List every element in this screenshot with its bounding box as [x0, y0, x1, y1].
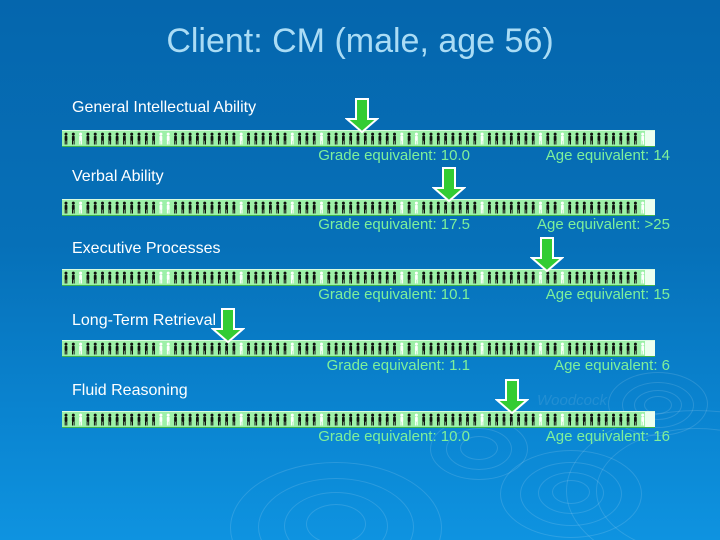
people-pattern-icon: [64, 412, 649, 427]
scale-bar-tip: [645, 341, 655, 356]
people-pattern-icon: [64, 131, 649, 146]
score-marker-arrow-icon[interactable]: [345, 98, 379, 134]
people-pattern-icon: [64, 341, 649, 356]
ability-scale-bar[interactable]: [62, 269, 655, 286]
ability-scale-bar[interactable]: [62, 340, 655, 357]
score-marker-arrow-icon[interactable]: [530, 237, 564, 273]
scale-bar-tip: [645, 131, 655, 146]
cluster-label: Verbal Ability: [72, 168, 164, 185]
people-pattern-icon: [64, 200, 649, 215]
score-marker-arrow-icon[interactable]: [495, 379, 529, 415]
score-marker-arrow-icon[interactable]: [211, 308, 245, 344]
grade-equivalent-label: Grade equivalent: 10.0: [318, 147, 470, 164]
age-equivalent-label: Age equivalent: 14: [545, 147, 670, 164]
scale-bar-tip: [645, 412, 655, 427]
scale-bar-tip: [645, 270, 655, 285]
grade-equivalent-label: Grade equivalent: 1.1: [326, 357, 470, 374]
grade-equivalent-label: Grade equivalent: 10.0: [318, 428, 470, 445]
cluster-label: Executive Processes: [72, 240, 221, 257]
cluster-label: Long-Term Retrieval: [72, 312, 217, 329]
score-marker-arrow-icon[interactable]: [432, 167, 466, 203]
grade-equivalent-label: Grade equivalent: 17.5: [318, 216, 470, 233]
age-equivalent-label: Age equivalent: 6: [554, 357, 670, 374]
age-equivalent-label: Age equivalent: 15: [545, 286, 670, 303]
cluster-label: General Intellectual Ability: [72, 99, 257, 116]
cluster-label: Fluid Reasoning: [72, 382, 188, 399]
ability-scale-bar[interactable]: [62, 199, 655, 216]
grade-equivalent-label: Grade equivalent: 10.1: [318, 286, 470, 303]
scale-bar-tip: [645, 200, 655, 215]
age-equivalent-label: Age equivalent: 16: [545, 428, 670, 445]
page-title: Client: CM (male, age 56): [166, 22, 554, 60]
age-equivalent-label: Age equivalent: >25: [536, 216, 670, 233]
watermark-text: Woodcock: [537, 392, 608, 409]
ability-scale-bar[interactable]: [62, 411, 655, 428]
ability-scale-bar[interactable]: [62, 130, 655, 147]
people-pattern-icon: [64, 270, 649, 285]
